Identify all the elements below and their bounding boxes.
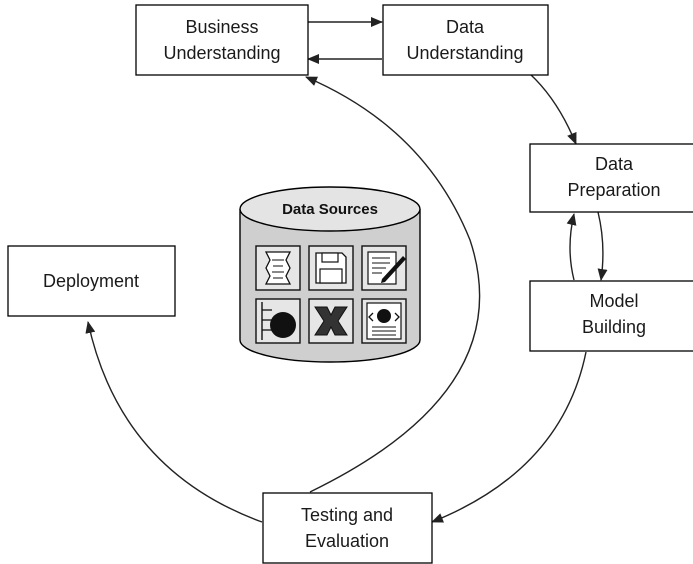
- stage-label-line: Business: [185, 17, 258, 37]
- arrow-model-to-testing: [431, 351, 587, 523]
- stage-deployment: Deployment: [7, 245, 176, 317]
- cylinder-top: [239, 186, 421, 232]
- arrow-preparation-to-model: [597, 211, 608, 281]
- stage-label-line: Building: [582, 317, 646, 337]
- stage-label-line: Understanding: [163, 43, 280, 63]
- stage-label-line: Understanding: [406, 43, 523, 63]
- arrow-testing-to-deployment: [85, 321, 263, 523]
- stage-label-line: Data: [446, 17, 485, 37]
- stage-data-preparation: Data Preparation: [529, 143, 693, 213]
- stage-label-line: Model: [589, 291, 638, 311]
- stage-label-line: Evaluation: [305, 531, 389, 551]
- database-globe-icon: [255, 298, 301, 344]
- floppy-disk-icon: [308, 245, 354, 291]
- data-sources-cylinder: Data Sources: [239, 186, 421, 363]
- stage-data-understanding: Data Understanding: [382, 4, 549, 76]
- arrow-model-to-preparation: [566, 213, 577, 281]
- arrow-data-understanding-to-preparation: [529, 73, 577, 145]
- stage-model-building: Model Building: [529, 280, 693, 352]
- flow-arrows: [85, 17, 608, 523]
- arrow-testing-to-business: [305, 76, 481, 493]
- web-page-icon: [361, 298, 407, 344]
- data-sources-title: Data Sources: [282, 201, 378, 218]
- stage-label-line: Data: [595, 154, 634, 174]
- stage-label-line: Testing and: [301, 505, 393, 525]
- stage-label-line: Deployment: [43, 271, 139, 291]
- document-icon: [255, 245, 301, 291]
- pen-document-icon: [361, 245, 407, 291]
- excel-icon: [308, 298, 354, 344]
- stage-testing-and-evaluation: Testing and Evaluation: [262, 492, 433, 564]
- stage-business-understanding: Business Understanding: [135, 4, 309, 76]
- stage-label-line: Preparation: [567, 180, 660, 200]
